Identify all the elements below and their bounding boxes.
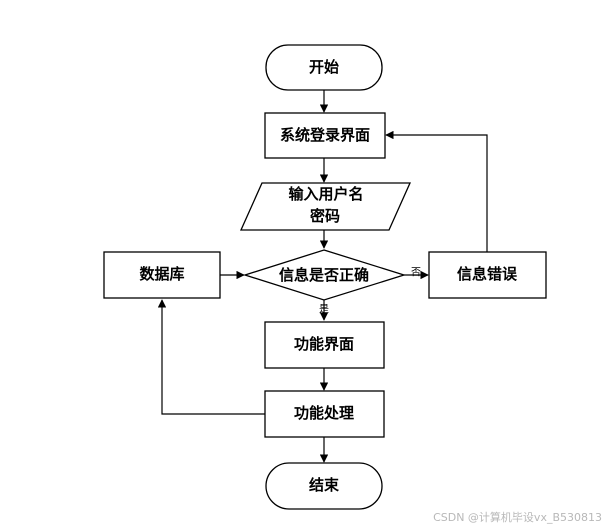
end-terminal	[265, 462, 383, 510]
input-parallelogram	[239, 182, 412, 231]
input-label-line1: 输入用户名	[288, 185, 363, 203]
edge-error-to-login	[385, 130, 488, 252]
login-label: 系统登录界面	[280, 126, 370, 144]
edge-function-proc-to-database	[157, 299, 265, 415]
database-box	[103, 251, 221, 299]
function-proc-label: 功能处理	[294, 404, 354, 422]
database-label: 数据库	[139, 265, 184, 283]
check-decision-diamond	[242, 249, 407, 301]
start-terminal	[265, 44, 383, 91]
watermark: CSDN @计算机毕设vx_B530813	[433, 511, 602, 524]
function-ui-label: 功能界面	[294, 335, 354, 353]
edge-label-yes: 是	[319, 304, 329, 316]
input-label-line2: 密码	[310, 207, 340, 225]
edge-label-no: 否	[411, 267, 421, 279]
start-label: 开始	[309, 58, 339, 76]
error-box	[428, 251, 547, 299]
function-ui-box	[264, 321, 385, 369]
function-proc-box	[264, 390, 385, 438]
login-process-box	[264, 112, 386, 159]
end-label: 结束	[309, 476, 340, 494]
error-label: 信息错误	[457, 265, 518, 283]
check-label: 信息是否正确	[279, 266, 369, 284]
